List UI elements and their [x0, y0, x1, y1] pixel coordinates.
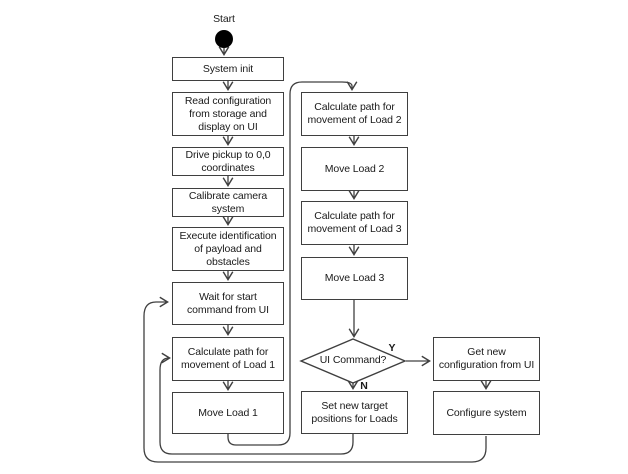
node-move-load2: Move Load 2 [301, 147, 408, 191]
node-calc-load2: Calculate path for movement of Load 2 [301, 92, 408, 136]
edge-move1-to-calc2-loop [227, 81, 358, 446]
branch-no-label: N [360, 380, 368, 392]
node-execute-identification: Execute identification of payload and ob… [172, 227, 284, 271]
node-system-init: System init [172, 57, 284, 81]
edge-configure-to-wait-loop [143, 296, 487, 463]
node-calc-load3: Calculate path for movement of Load 3 [301, 201, 408, 245]
node-calibrate-camera: Calibrate camera system [172, 188, 284, 217]
branch-yes-label: Y [388, 342, 396, 354]
node-wait-start: Wait for start command from UI [172, 282, 284, 325]
node-configure-system: Configure system [433, 391, 540, 435]
decision-diamond [299, 338, 407, 384]
node-drive-pickup: Drive pickup to 0,0 coordinates [172, 147, 284, 176]
node-move-load1: Move Load 1 [172, 392, 284, 434]
start-circle [215, 30, 233, 48]
node-read-config: Read configuration from storage and disp… [172, 92, 284, 136]
node-move-load3: Move Load 3 [301, 257, 408, 300]
node-get-config: Get new configuration from UI [433, 337, 540, 381]
edge-set-targets-to-calc1-loop [159, 352, 354, 455]
node-calc-load1: Calculate path for movement of Load 1 [172, 337, 284, 381]
start-label: Start [213, 13, 235, 25]
node-set-targets: Set new target positions for Loads [301, 391, 408, 434]
decision-label: UI Command? [319, 354, 387, 366]
